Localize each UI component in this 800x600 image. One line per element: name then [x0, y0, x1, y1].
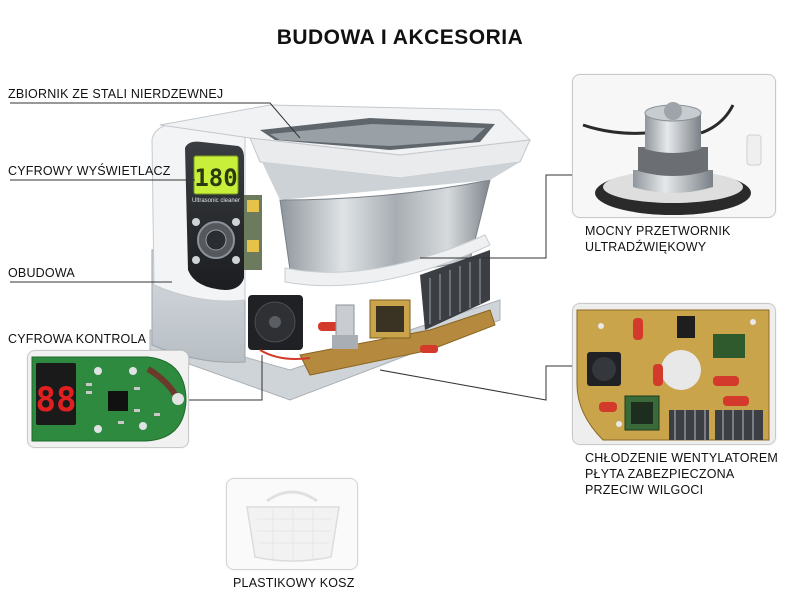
label-housing: OBUDOWA: [8, 266, 75, 280]
control-display-digits: 88: [36, 380, 77, 420]
label-transducer-line2: ULTRADŹWIĘKOWY: [585, 240, 707, 254]
svg-text:Ultrasonic cleaner: Ultrasonic cleaner: [192, 198, 240, 204]
label-display: CYFROWY WYŚWIETLACZ: [8, 164, 171, 178]
basket-panel: [226, 478, 358, 570]
label-basket: PLASTIKOWY KOSZ: [233, 576, 355, 590]
page-title: BUDOWA I AKCESORIA: [276, 26, 524, 49]
basket-image: [246, 490, 340, 562]
control-board-panel: 88: [27, 350, 189, 448]
label-control: CYFROWA KONTROLA: [8, 332, 147, 346]
pcb-control-image: 88: [31, 356, 187, 442]
transducer-panel: [572, 74, 776, 218]
ultrasonic-cleaner-image: 180 Ultrasonic cleaner: [149, 104, 532, 401]
label-cooling-line1: CHŁODZENIE WENTYLATOREM: [585, 451, 779, 465]
label-transducer-line1: MOCNY PRZETWORNIK: [585, 224, 731, 238]
label-cooling-line2: PŁYTA ZABEZPIECZONA: [585, 467, 735, 481]
pcb-image: [576, 309, 770, 441]
device-display-digits: 180: [194, 164, 237, 192]
transducer-image: [582, 102, 762, 215]
label-tank: ZBIORNIK ZE STALI NIERDZEWNEJ: [8, 87, 224, 101]
label-cooling-line3: PRZECIW WILGOCI: [585, 483, 704, 497]
cooling-pcb-panel: [572, 303, 776, 445]
